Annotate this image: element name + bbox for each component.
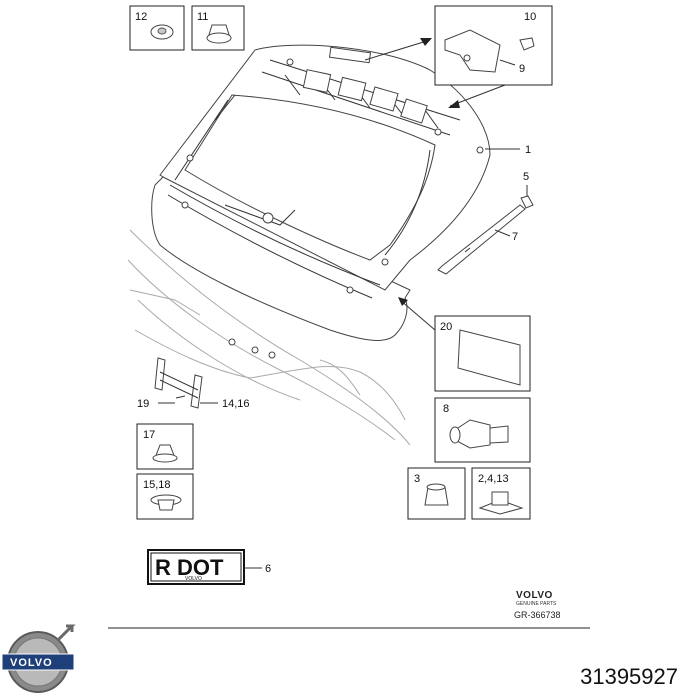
tailgate-assembly [151,44,491,359]
hinge-box: 10 9 [434,5,553,86]
callout-1: 1 [525,144,531,156]
box-label-12: 12 [135,11,147,23]
bracket-assembly: 19 14,16 [137,357,250,410]
part-5-bolt: 5 [520,171,534,209]
callout-7: 7 [512,231,518,243]
box-label-17: 17 [143,429,155,441]
part-box-12: 12 [129,5,185,51]
label-plate-text: R DOT [155,555,224,580]
part-number: 31395927 [580,664,678,689]
brand-name: VOLVO [516,590,553,601]
box-label-3: 3 [414,473,420,485]
part-box-3: 3 [407,467,466,520]
volvo-logo: VOLVO [1,624,76,693]
box-label-11: 11 [197,11,208,23]
part-box-20: 20 [434,315,531,392]
logo-text: VOLVO [10,657,53,669]
callout-14-16: 14,16 [222,398,250,410]
callout-6: 6 [265,563,271,575]
pointer-arrows [364,38,506,331]
part-box-11: 11 [191,5,245,51]
gas-strut: 7 [437,204,526,275]
brand-block: VOLVO GENUINE PARTS GR-366738 [514,590,561,620]
box-label-2-4-13: 2,4,13 [478,473,509,485]
brand-sub: GENUINE PARTS [516,601,557,607]
part-box-17: 17 [136,423,194,470]
part-box-15-18: 15,18 [136,473,194,520]
car-body-outline [127,229,411,446]
callout-5: 5 [523,171,529,183]
part-box-2-4-13: 2,4,13 [471,467,531,520]
label-plate-brand: VOLVO [185,576,202,582]
part-box-8: 8 [434,397,531,463]
box-label-15-18: 15,18 [143,479,171,491]
box-label-8: 8 [443,403,449,415]
label-plate-r-dot: R DOT VOLVO 6 [147,549,271,585]
callout-19: 19 [137,398,149,410]
callout-9: 9 [519,63,525,75]
callout-10: 10 [524,11,536,23]
box-label-20: 20 [440,321,452,333]
diagram-reference: GR-366738 [514,610,561,620]
